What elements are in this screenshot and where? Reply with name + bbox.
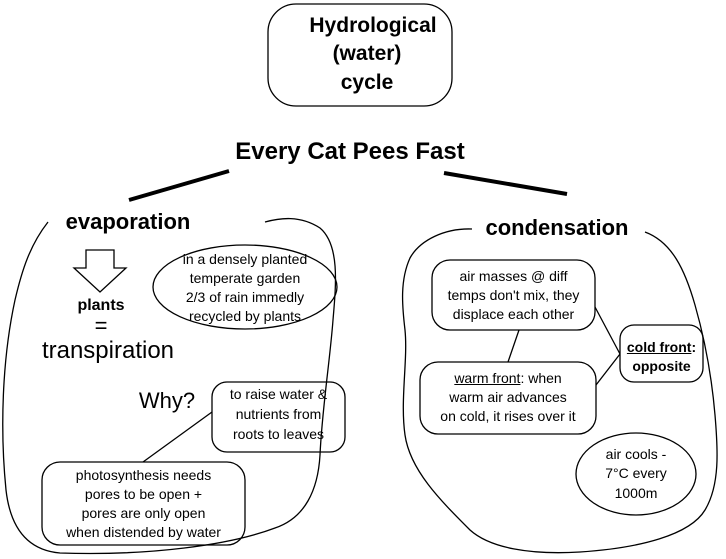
air-masses-line-3: displace each other bbox=[452, 306, 575, 322]
why-answer-line-2: nutrients from bbox=[235, 406, 322, 422]
garden-note-line-1: in a densely planted bbox=[182, 251, 308, 267]
air-cools-line-3: 1000m bbox=[614, 485, 658, 501]
air-cools-line-2: 7°C every bbox=[605, 465, 667, 481]
evaporation-heading: evaporation bbox=[65, 209, 191, 234]
equals-sign: = bbox=[94, 313, 108, 338]
air-cools-ellipse bbox=[575, 432, 697, 516]
why-answer-line-1: to raise water & bbox=[229, 386, 328, 402]
plants-label: plants bbox=[77, 297, 125, 314]
photosynthesis-line-1: photosynthesis needs bbox=[75, 467, 212, 483]
title-line-2: (water) bbox=[332, 42, 402, 65]
connector-right bbox=[443, 171, 568, 196]
why-answer-line-3: roots to leaves bbox=[232, 426, 325, 442]
transpiration-label: transpiration bbox=[41, 337, 175, 364]
air-masses-warm-connector bbox=[507, 329, 520, 363]
photosynthesis-line-3: pores are only open bbox=[81, 505, 206, 521]
cold-front-label: cold front bbox=[626, 339, 692, 355]
photosynthesis-connector bbox=[142, 411, 213, 463]
air-masses-line-2: temps don't mix, they bbox=[447, 287, 580, 303]
warm-cold-connector bbox=[595, 353, 621, 386]
why-label: Why? bbox=[138, 388, 196, 413]
cold-front-suffix: : bbox=[691, 339, 697, 355]
cold-front-line-1: cold front: bbox=[620, 339, 703, 356]
warm-front-line-3: on cold, it rises over it bbox=[440, 408, 576, 424]
air-masses-cold-connector bbox=[594, 306, 621, 355]
title-line-3: cycle bbox=[340, 71, 394, 94]
photosynthesis-line-2: pores to be open + bbox=[84, 486, 203, 502]
title-box bbox=[267, 3, 453, 107]
mnemonic: Every Cat Pees Fast bbox=[235, 138, 465, 165]
air-cools-line-1: air cools - bbox=[605, 446, 667, 462]
why-answer-box bbox=[211, 381, 346, 453]
condensation-region bbox=[401, 228, 718, 554]
cold-front-line-2: opposite bbox=[632, 358, 691, 374]
warm-front-label: warm front bbox=[454, 370, 521, 386]
air-masses-box bbox=[431, 259, 596, 331]
condensation-heading: condensation bbox=[485, 215, 629, 240]
photosynthesis-line-4: when distended by water bbox=[66, 524, 221, 540]
air-masses-line-1: air masses @ diff bbox=[459, 268, 568, 284]
warm-front-line-1: warm front: when bbox=[420, 370, 596, 387]
garden-note-line-2: temperate garden bbox=[189, 270, 301, 286]
garden-note-line-4: recycled by plants bbox=[188, 308, 302, 324]
garden-note-ellipse bbox=[152, 244, 338, 330]
warm-front-line-2: warm air advances bbox=[449, 389, 567, 405]
connector-left bbox=[128, 169, 230, 202]
warm-front-suffix: : when bbox=[520, 370, 562, 386]
garden-note-line-3: 2/3 of rain immedly bbox=[185, 289, 305, 305]
down-arrow-icon bbox=[72, 249, 128, 293]
title-line-1: Hydrological bbox=[309, 14, 437, 37]
